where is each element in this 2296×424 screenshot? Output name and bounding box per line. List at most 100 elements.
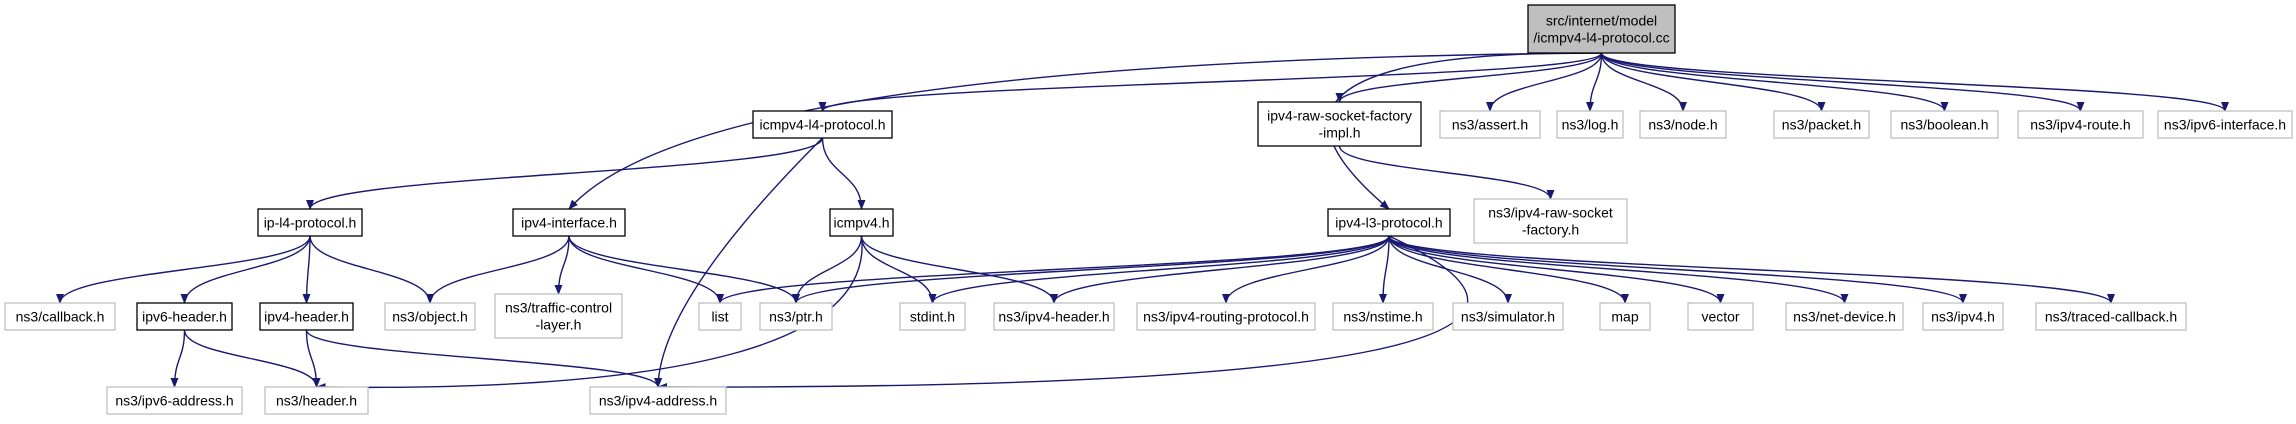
node-nstime: ns3/nstime.h — [1332, 302, 1434, 331]
node-box — [4, 302, 116, 331]
edge-ipv4l3-to-vector — [1388, 235, 1725, 304]
node-label: ns3/boolean.h — [1901, 117, 1989, 133]
edge-ipv4iface-to-object — [426, 235, 570, 304]
node-label: list — [711, 309, 728, 325]
node-ipv4hdr[interactable]: ipv4-header.h — [259, 302, 354, 331]
edge-ipv4l3-to-nstime — [1379, 235, 1390, 304]
node-box — [494, 293, 623, 339]
node-box — [136, 302, 233, 331]
node-raw-factory-impl[interactable]: ipv4-raw-socket-factory-impl.h — [1257, 101, 1422, 147]
node-stdint: stdint.h — [899, 302, 966, 331]
node-box — [2157, 110, 2293, 139]
node-box — [1327, 208, 1451, 237]
node-box — [1473, 198, 1628, 244]
node-label: ns3/traffic-control — [505, 300, 612, 316]
edge-ipv4iface-to-list — [568, 235, 724, 304]
edge-icmpv4-to-ptr — [792, 235, 863, 304]
node-ns3ipv4hdr: ns3/ipv4-header.h — [993, 302, 1115, 331]
edge-ipv4iface-to-ptr — [568, 235, 800, 304]
node-box — [1773, 110, 1870, 139]
node-label: ipv6-header.h — [142, 309, 227, 325]
node-box — [752, 110, 893, 139]
edge-icmpv4-to-ns3ipv4hdr — [860, 235, 1058, 304]
node-label: icmpv4-l4-protocol.h — [759, 117, 885, 133]
edge-ipv4l3-to-map — [1388, 235, 1629, 304]
node-icmpv4-l4-h[interactable]: icmpv4-l4-protocol.h — [752, 110, 893, 139]
node-label: /icmpv4-l4-protocol.cc — [1533, 30, 1669, 46]
node-box — [759, 302, 833, 331]
node-label: ns3/ptr.h — [769, 309, 823, 325]
node-root[interactable]: src/internet/model/icmpv4-l4-protocol.cc — [1527, 4, 1676, 54]
node-box — [1639, 110, 1727, 139]
edge-ipv4l3-to-ns3ipv4 — [1388, 235, 1967, 304]
node-label: vector — [1701, 309, 1739, 325]
edge-icmpv4_l4_h-to-ip_l4 — [306, 137, 824, 210]
node-label: ns3/header.h — [276, 393, 357, 409]
node-box — [257, 208, 363, 237]
node-label: ipv4-header.h — [264, 309, 349, 325]
edge-ipv4l3-to-simulator — [1388, 235, 1512, 304]
edge-root-to-boolean — [1600, 52, 1949, 112]
node-box — [899, 302, 966, 331]
node-label: ns3/traced-callback.h — [2045, 309, 2177, 325]
node-label: ns3/ipv4-address.h — [599, 393, 717, 409]
node-box — [1257, 101, 1422, 147]
edge-ipv4iface-to-tclayer — [554, 235, 570, 295]
node-box — [1922, 302, 2004, 331]
node-ptr: ns3/ptr.h — [759, 302, 833, 331]
node-label: ns3/node.h — [1648, 117, 1717, 133]
node-box — [2017, 110, 2144, 139]
node-label: -layer.h — [536, 317, 582, 333]
nodes-layer: src/internet/model/icmpv4-l4-protocol.cc… — [4, 4, 2293, 415]
edge-ipv4l3-to-routingproto — [1222, 235, 1390, 304]
node-label: ns3/nstime.h — [1343, 309, 1422, 325]
node-ipv6hdr[interactable]: ipv6-header.h — [136, 302, 233, 331]
node-packet: ns3/packet.h — [1773, 110, 1870, 139]
node-box — [1136, 302, 1316, 331]
node-ip-l4[interactable]: ip-l4-protocol.h — [257, 208, 363, 237]
edge-ipv4l3-to-traced — [1388, 235, 2115, 304]
node-box — [2035, 302, 2187, 331]
edge-root-to-ipv4l3 — [1327, 52, 1602, 210]
node-box — [1785, 302, 1904, 331]
node-ns3ipv4: ns3/ipv4.h — [1922, 302, 2004, 331]
node-label: ns3/simulator.h — [1461, 309, 1555, 325]
node-label: -impl.h — [1318, 125, 1360, 141]
edge-ipv4hdr-to-header — [305, 329, 321, 388]
node-box — [106, 386, 243, 415]
node-object: ns3/object.h — [384, 302, 476, 331]
edge-ip_l4-to-object — [309, 235, 434, 304]
node-box — [512, 208, 626, 237]
edge-ipv4l3-to-ptr — [792, 235, 1390, 304]
node-ipv4l3[interactable]: ipv4-l3-protocol.h — [1327, 208, 1451, 237]
node-box — [1556, 110, 1624, 139]
node-ipv6addr: ns3/ipv6-address.h — [106, 386, 243, 415]
node-log: ns3/log.h — [1556, 110, 1624, 139]
node-box — [1599, 302, 1651, 331]
edge-root-to-ipv4iface — [568, 52, 1602, 210]
node-vector: vector — [1687, 302, 1754, 331]
edge-icmpv4_l4_h-to-icmpv4 — [821, 137, 866, 210]
node-callback: ns3/callback.h — [4, 302, 116, 331]
edge-root-to-node — [1600, 52, 1687, 112]
edge-ipv4l3-to-list — [716, 235, 1390, 304]
node-header: ns3/header.h — [264, 386, 369, 415]
edge-ipv6hdr-to-header — [183, 329, 321, 388]
node-label: src/internet/model — [1546, 13, 1657, 29]
edge-ip_l4-to-ipv6hdr — [180, 235, 311, 304]
node-label: ns3/log.h — [1562, 117, 1619, 133]
node-ipv4addr: ns3/ipv4-address.h — [589, 386, 727, 415]
node-box — [264, 386, 369, 415]
node-ipv4iface[interactable]: ipv4-interface.h — [512, 208, 626, 237]
node-label: ns3/ipv6-address.h — [115, 393, 233, 409]
edge-root-to-raw_factory_impl — [1335, 52, 1603, 103]
node-icmpv4[interactable]: icmpv4.h — [829, 208, 894, 237]
edge-icmpv4-to-stdint — [860, 235, 937, 304]
node-tclayer: ns3/traffic-control-layer.h — [494, 293, 623, 339]
node-label: ns3/ipv4.h — [1931, 309, 1995, 325]
node-label: ns3/ipv6-interface.h — [2164, 117, 2286, 133]
edge-ip_l4-to-callback — [56, 235, 311, 304]
node-label: -factory.h — [1522, 222, 1579, 238]
node-label: map — [1611, 309, 1638, 325]
node-label: ns3/callback.h — [16, 309, 105, 325]
